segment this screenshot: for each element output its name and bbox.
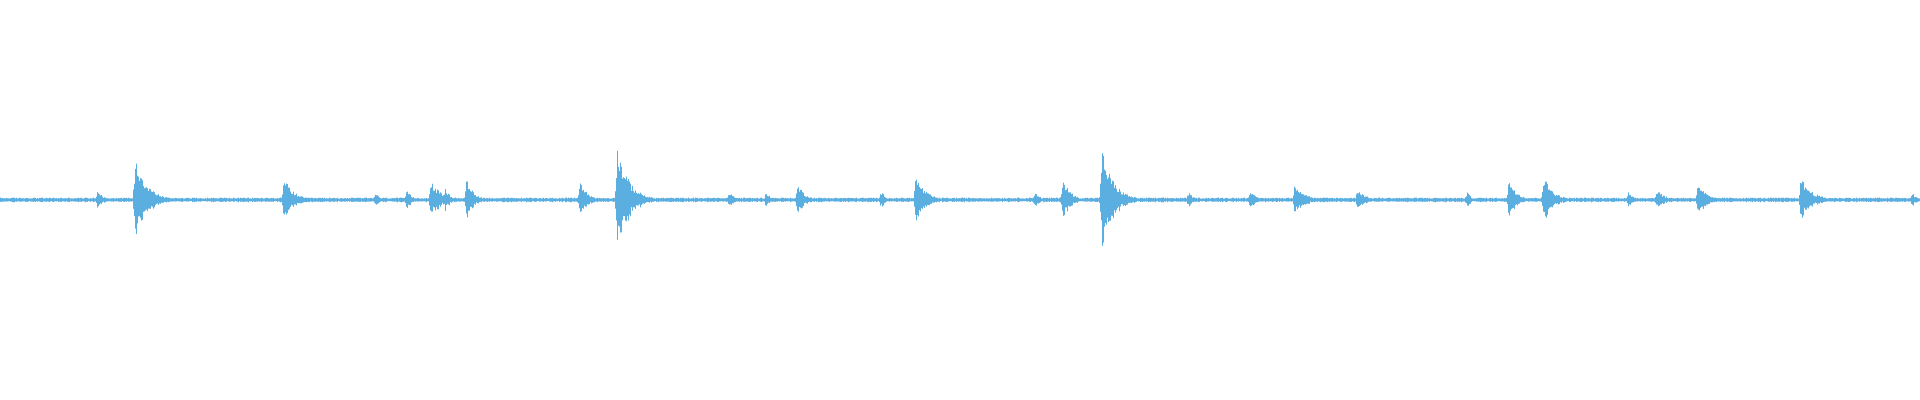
waveform-signal xyxy=(0,150,1920,246)
